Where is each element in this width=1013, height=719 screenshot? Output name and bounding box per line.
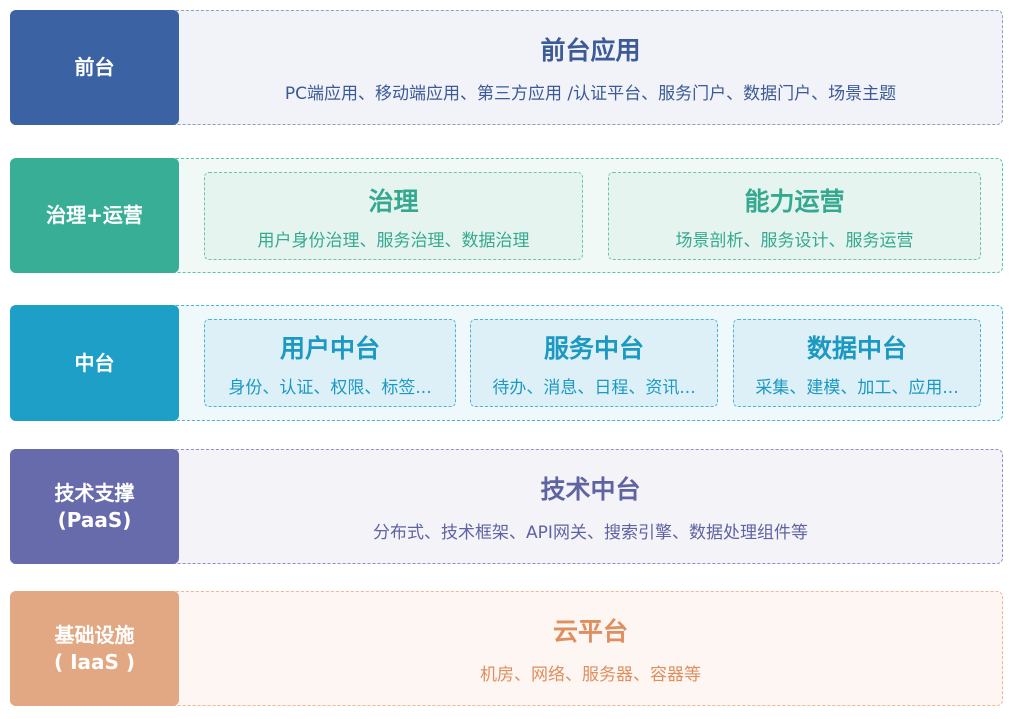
layer-desc: 机房、网络、服务器、容器等	[480, 665, 701, 685]
module-box: 服务中台待办、消息、日程、资讯...	[470, 319, 718, 407]
layer-label: 技术支撑 (PaaS)	[10, 449, 179, 564]
layer-desc: 分布式、技术框架、API网关、搜索引擎、数据处理组件等	[373, 523, 808, 543]
layer-label: 基础设施 ( IaaS )	[10, 591, 179, 706]
module-title: 用户中台	[279, 333, 380, 363]
module-title: 能力运营	[744, 186, 845, 216]
layer-label: 前台	[10, 10, 179, 125]
module-desc: 采集、建模、加工、应用...	[755, 377, 959, 398]
layer-title: 前台应用	[540, 36, 641, 65]
layer-label: 中台	[10, 305, 179, 421]
module-desc: 场景剖析、服务设计、服务运营	[675, 230, 914, 251]
module-box: 用户中台身份、认证、权限、标签...	[204, 319, 456, 407]
module-desc: 身份、认证、权限、标签...	[228, 377, 432, 398]
layer-middle-platform: 中台 用户中台身份、认证、权限、标签... 服务中台待办、消息、日程、资讯...…	[10, 305, 1003, 421]
layer-governance: 治理+运营 治理用户身份治理、服务治理、数据治理 能力运营场景剖析、服务设计、服…	[10, 158, 1003, 273]
layer-paas: 技术支撑 (PaaS) 技术中台分布式、技术框架、API网关、搜索引擎、数据处理…	[10, 449, 1003, 564]
module-box: 治理用户身份治理、服务治理、数据治理	[204, 172, 583, 260]
layer-iaas: 基础设施 ( IaaS ) 云平台机房、网络、服务器、容器等	[10, 591, 1003, 706]
layer-title: 技术中台	[540, 475, 641, 504]
layer-frontend: 前台 前台应用 PC端应用、移动端应用、第三方应用 /认证平台、服务门户、数据门户…	[10, 10, 1003, 125]
module-title: 治理	[368, 186, 419, 216]
layer-title: 云平台	[552, 617, 628, 646]
module-desc: 待办、消息、日程、资讯...	[492, 377, 696, 398]
module-title: 服务中台	[543, 333, 644, 363]
module-box: 能力运营场景剖析、服务设计、服务运营	[608, 172, 981, 260]
module-title: 数据中台	[806, 333, 907, 363]
module-desc: 用户身份治理、服务治理、数据治理	[257, 230, 530, 251]
layer-label: 治理+运营	[10, 158, 179, 273]
module-box: 数据中台采集、建模、加工、应用...	[733, 319, 981, 407]
layer-desc: PC端应用、移动端应用、第三方应用 /认证平台、服务门户、数据门户、场景主题	[284, 84, 897, 104]
